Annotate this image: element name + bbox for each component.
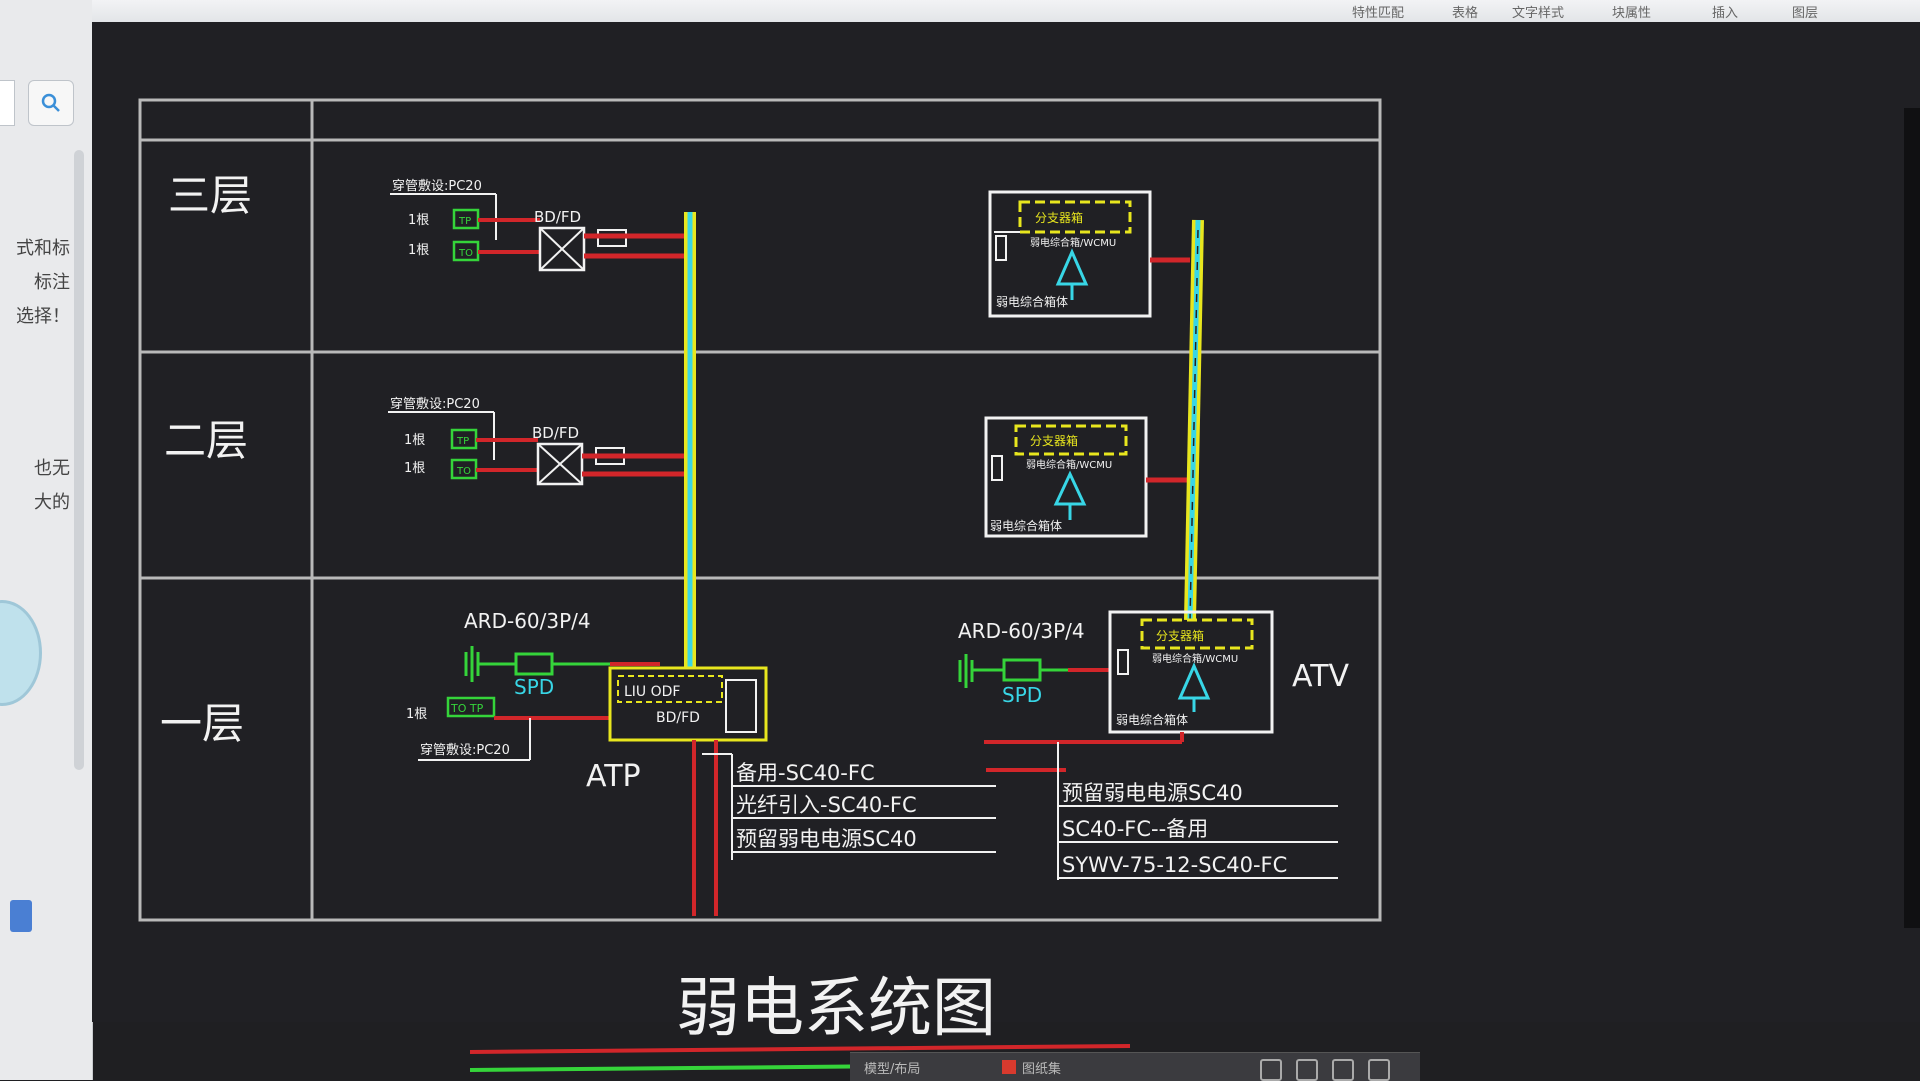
floor1-ard-right: ARD-60/3P/4 xyxy=(958,619,1085,643)
floor3-conduit-label: 穿管敷设:PC20 xyxy=(392,178,482,194)
floor3-outlet-b: TO xyxy=(458,248,473,259)
ribbon-item-1[interactable]: 特性匹配 xyxy=(1352,6,1405,21)
floor3-amplifier-icon xyxy=(1055,248,1089,286)
paste-tool-icon[interactable] xyxy=(1368,1059,1390,1081)
left-application-pane: 式和标 标注 选择！ 也无 大的 xyxy=(0,0,93,1080)
atp-label: ATP xyxy=(586,759,641,794)
floor1-amplifier-icon xyxy=(1177,662,1211,700)
floor1-ard-left: ARD-60/3P/4 xyxy=(464,609,591,633)
ribbon-item-5[interactable]: 插入 xyxy=(1712,6,1739,21)
floor2-outlet-a: TP xyxy=(456,436,469,447)
floor2-amplifier-icon xyxy=(1053,470,1087,506)
floor2-splitter-box xyxy=(1014,424,1128,456)
drawing-title: 弱电系统图 xyxy=(676,972,996,1046)
floor3-patch-panel xyxy=(538,226,586,272)
floor1-cabinet-note: 弱电综合箱体 xyxy=(1116,712,1188,727)
drawing-frame xyxy=(138,98,1382,922)
floor3-cabinet-label: 分支器箱 xyxy=(1035,210,1083,225)
floor2-box-label: BD/FD xyxy=(532,424,579,442)
floor1-splitter-box xyxy=(1140,618,1254,650)
bottom-bar-right-label[interactable]: 图纸集 xyxy=(1022,1062,1062,1077)
atv-line-3: SYWV-75-12-SC40-FC xyxy=(1062,853,1287,877)
floor2-cabinet-sub: 弱电综合箱/WCMU xyxy=(1026,458,1112,471)
side-text-4: 也无 xyxy=(34,458,70,479)
floor1-conduit-label: 穿管敷设:PC20 xyxy=(420,742,510,758)
floor2-cabinet-note: 弱电综合箱体 xyxy=(990,518,1062,533)
spd-left-icon xyxy=(514,652,554,676)
floor3-splitter-box xyxy=(1018,200,1132,234)
bottom-bar-left-label[interactable]: 模型/布局 xyxy=(864,1062,921,1077)
floor-label-2: 二层 xyxy=(164,416,248,465)
canvas-right-edge xyxy=(1904,108,1920,928)
floor3-cabinet-note: 弱电综合箱体 xyxy=(996,294,1068,309)
edit-tool-icon[interactable] xyxy=(1260,1059,1282,1081)
floor1-group: ARD-60/3P/4 SPD TO TP 1根 穿管敷设:PC20 LIU O… xyxy=(406,609,1350,916)
search-icon xyxy=(41,93,60,112)
floor1-outlet-pair-icon xyxy=(446,696,496,718)
floor2-tv-cabinet xyxy=(984,416,1148,538)
title-underline-red xyxy=(469,1044,1131,1054)
floor2-conduit-label: 穿管敷设:PC20 xyxy=(390,396,480,412)
ribbon-item-4[interactable]: 块属性 xyxy=(1612,6,1652,21)
floor3-count-a: 1根 xyxy=(408,213,429,228)
app-icon[interactable] xyxy=(10,900,32,932)
floor1-cabinet-label: 分支器箱 xyxy=(1156,628,1204,643)
floor3-outlet-a: TP xyxy=(458,216,471,227)
search-input[interactable] xyxy=(0,80,15,126)
copy-tool-icon[interactable] xyxy=(1332,1059,1354,1081)
floor2-count-b: 1根 xyxy=(404,461,425,476)
side-text-2: 标注 xyxy=(34,272,70,293)
atv-tv-cabinet xyxy=(1108,610,1274,734)
atv-line-2: SC40-FC--备用 xyxy=(1062,817,1208,841)
atp-box-top: LIU ODF xyxy=(624,684,680,700)
atp-feed-line-1: 备用-SC40-FC xyxy=(736,761,875,785)
ground-icon-left xyxy=(464,646,480,682)
move-tool-icon[interactable] xyxy=(1296,1059,1318,1081)
atp-box-label: BD/FD xyxy=(656,710,700,726)
atp-feed-line-3: 预留弱电电源SC40 xyxy=(736,827,917,851)
floor1-count: 1根 xyxy=(406,707,427,722)
floor1-outlet-pair: TO TP xyxy=(450,702,484,715)
floor-label-3: 三层 xyxy=(168,171,252,220)
atv-label: ATV xyxy=(1292,659,1350,694)
floor3-group: 穿管敷设:PC20 1根 1根 TP TO BD/FD 分支器箱 弱电综合箱/W… xyxy=(390,178,1190,318)
scrollbar[interactable] xyxy=(74,150,84,770)
floor1-cabinet-sub: 弱电综合箱/WCMU xyxy=(1152,652,1238,665)
ribbon-item-3[interactable]: 文字样式 xyxy=(1512,6,1565,21)
floor3-tv-cabinet xyxy=(988,190,1152,318)
ribbon-item-6[interactable]: 图层 xyxy=(1792,6,1819,21)
floor2-cabinet-label: 分支器箱 xyxy=(1030,433,1078,448)
floor3-box-label: BD/FD xyxy=(534,208,581,226)
floor-label-1: 一层 xyxy=(160,699,244,748)
riser-right xyxy=(1184,219,1204,621)
status-bar: 模型/布局 图纸集 xyxy=(850,1052,1420,1081)
floor3-cabinet-sub: 弱电综合箱/WCMU xyxy=(1030,236,1116,249)
layer-color-icon[interactable] xyxy=(1002,1060,1016,1074)
floor2-group: 穿管敷设:PC20 1根 1根 TP TO BD/FD 分支器箱 弱电综合箱/W… xyxy=(388,396,1188,538)
floor3-count-b: 1根 xyxy=(408,243,429,258)
side-text-3: 选择！ xyxy=(16,306,70,327)
side-text-5: 大的 xyxy=(34,492,70,513)
floor2-patch-panel xyxy=(536,442,584,486)
floor1-spd-right: SPD xyxy=(1002,683,1042,707)
floor1-spd-left: SPD xyxy=(514,675,554,699)
drawing-canvas[interactable] xyxy=(92,22,1920,1022)
ribbon-toolbar: 特性匹配 表格 文字样式 块属性 插入 图层 xyxy=(92,0,1920,22)
search-button[interactable] xyxy=(28,80,74,126)
floor2-outlet-b: TO xyxy=(456,466,471,477)
atv-line-1: 预留弱电电源SC40 xyxy=(1062,781,1243,805)
spd-right-icon xyxy=(1002,658,1042,682)
floor2-count-a: 1根 xyxy=(404,433,425,448)
ground-icon-right xyxy=(958,654,974,688)
atp-cabinet xyxy=(608,666,768,742)
side-text-1: 式和标 xyxy=(16,238,70,259)
ribbon-item-2[interactable]: 表格 xyxy=(1452,6,1479,21)
atp-feed-line-2: 光纤引入-SC40-FC xyxy=(736,793,917,817)
